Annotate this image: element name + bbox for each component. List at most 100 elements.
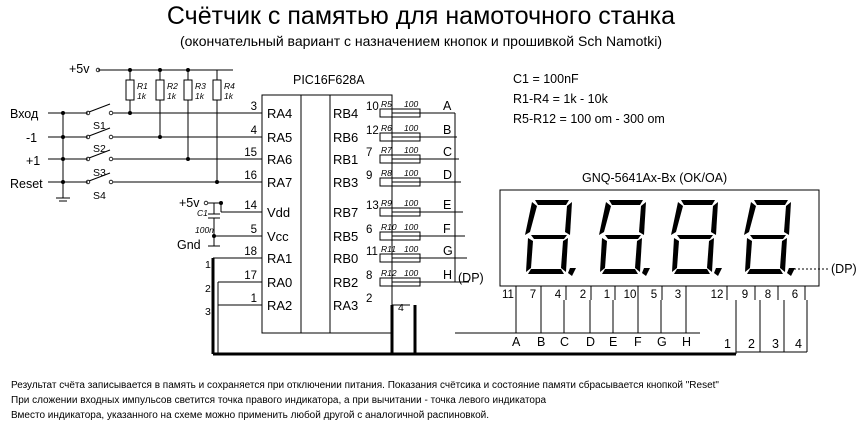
vplus-label: +5v xyxy=(69,62,90,76)
chip-pin-ra6: RA6 xyxy=(267,152,292,167)
chip-pin-num-ra2: 1 xyxy=(251,293,257,305)
note-3: Вместо индикатора, указанного на схеме м… xyxy=(11,409,489,421)
s1-label: S1 xyxy=(93,120,106,132)
display-digit-pin-8: 8 xyxy=(765,289,771,301)
seg-label-g: G xyxy=(443,244,453,258)
seg-bottom-b: B xyxy=(537,335,545,349)
chip-pin-vdd: Vdd xyxy=(267,205,290,220)
chip-pin-num-rb4: 10 xyxy=(366,101,379,113)
dp-3 xyxy=(714,268,722,276)
ra1-digit: 1 xyxy=(205,259,211,271)
chip-pin-num-rb7: 13 xyxy=(366,200,379,212)
display-dp-label: (DP) xyxy=(831,262,857,276)
r1-name: R1 xyxy=(137,81,148,91)
digit-select-wiring xyxy=(211,257,736,356)
resistor-value-r6: 100 xyxy=(404,123,418,133)
r4-value: 1k xyxy=(224,91,234,101)
seg-bottom-d: D xyxy=(586,335,595,349)
resistor-name-r12: R12 xyxy=(381,268,397,278)
c1-value: 100n xyxy=(195,225,214,235)
r2-value: 1k xyxy=(167,91,177,101)
input-label-vhod: Вход xyxy=(10,107,39,121)
chip-pin-ra1: RA1 xyxy=(267,251,292,266)
chip-pin-num-vdd: 14 xyxy=(244,200,257,212)
display-digits xyxy=(525,200,795,276)
display-digit-pin-9: 9 xyxy=(742,289,748,301)
resistor-name-r9: R9 xyxy=(381,198,392,208)
display-digit-pin-12: 12 xyxy=(711,289,724,301)
resistor-name-r10: R10 xyxy=(381,222,397,232)
chip-pin-rb1: RB1 xyxy=(333,152,358,167)
digit-num-4: 4 xyxy=(795,337,802,351)
resistor-name-r5: R5 xyxy=(381,99,392,109)
chip-pin-rb4: RB4 xyxy=(333,106,358,121)
input-label-reset: Reset xyxy=(10,177,43,191)
seg-bottom-e: E xyxy=(609,335,617,349)
dp-4 xyxy=(787,268,795,276)
input-label-minus: -1 xyxy=(26,131,37,145)
digit-2 xyxy=(599,200,650,276)
seg-label-d: D xyxy=(443,168,452,182)
dp-1 xyxy=(568,268,576,276)
note-2: При сложении входных импульсов светится … xyxy=(11,395,547,406)
chip-pin-vcc: Vcc xyxy=(267,229,289,244)
display-seg-pin-3: 3 xyxy=(675,289,681,301)
display-seg-pin-1: 1 xyxy=(604,289,610,301)
seg-bottom-h: H xyxy=(682,335,691,349)
seg-bottom-g: G xyxy=(657,335,667,349)
input-label-plus: +1 xyxy=(26,154,40,168)
seg-label-c: C xyxy=(443,145,452,159)
seg-bottom-c: C xyxy=(560,335,569,349)
resistor-value-r11: 100 xyxy=(404,244,418,254)
display-seg-pin-2: 2 xyxy=(580,289,586,301)
r4-name: R4 xyxy=(224,81,235,91)
chip-pin-ra5: RA5 xyxy=(267,130,292,145)
pic-chip: PIC16F628A xyxy=(261,73,393,334)
resistor-value-r5: 100 xyxy=(404,99,418,109)
chip-pin-ra0: RA0 xyxy=(267,275,292,290)
display-seg-pin-11: 11 xyxy=(502,289,514,301)
resistor-name-r8: R8 xyxy=(381,168,392,178)
resistor-value-r12: 100 xyxy=(404,268,418,278)
spec-c1: C1 = 100nF xyxy=(513,72,579,86)
ra0-digit: 2 xyxy=(205,283,211,295)
note-1: Результат счёта записывается в память и … xyxy=(11,379,719,391)
ra2-digit: 3 xyxy=(205,306,211,318)
resistor-name-r7: R7 xyxy=(381,145,392,155)
chip-pin-ra7: RA7 xyxy=(267,175,292,190)
display-name: GNQ-5641Ax-Bx (OK/OA) xyxy=(582,171,727,185)
resistor-name-r11: R11 xyxy=(381,244,396,254)
resistor-name-r6: R6 xyxy=(381,123,392,133)
r3-value: 1k xyxy=(195,91,205,101)
resistor-value-r8: 100 xyxy=(404,168,418,178)
chip-pin-num-ra5: 4 xyxy=(251,125,258,137)
title: Счётчик с памятью для намоточного станка xyxy=(167,2,675,30)
s2-label: S2 xyxy=(93,143,106,155)
display-seg-pin-7: 7 xyxy=(530,289,536,301)
digit-num-1: 1 xyxy=(724,337,731,351)
r2-name: R2 xyxy=(167,81,178,91)
digit-num-2: 2 xyxy=(748,337,755,351)
digit-3 xyxy=(671,200,722,276)
display-seg-pin-4: 4 xyxy=(555,289,562,301)
r1-value: 1k xyxy=(137,91,147,101)
chip-pin-num-ra4: 3 xyxy=(251,101,257,113)
spec-r1r4: R1-R4 = 1k - 10k xyxy=(513,92,609,106)
chip-pin-num-ra7: 16 xyxy=(244,170,257,182)
subtitle: (окончательный вариант с назначением кно… xyxy=(180,33,662,49)
chip-pin-num-ra0: 17 xyxy=(244,270,257,282)
seg-label-b: B xyxy=(443,123,451,137)
chip-pin-rb3: RB3 xyxy=(333,175,358,190)
chip-pin-num-rb1: 7 xyxy=(366,147,372,159)
seven-seg-display xyxy=(499,189,820,287)
seg-label-h: H xyxy=(443,268,452,282)
pullup-resistors: R1 1k R2 1k R3 1k R4 1k xyxy=(125,68,235,184)
resistor-value-r7: 100 xyxy=(404,145,418,155)
chip-pin-num-ra1: 18 xyxy=(244,246,257,258)
h-dp-label: (DP) xyxy=(458,271,484,285)
digit-num-3: 3 xyxy=(772,337,779,351)
